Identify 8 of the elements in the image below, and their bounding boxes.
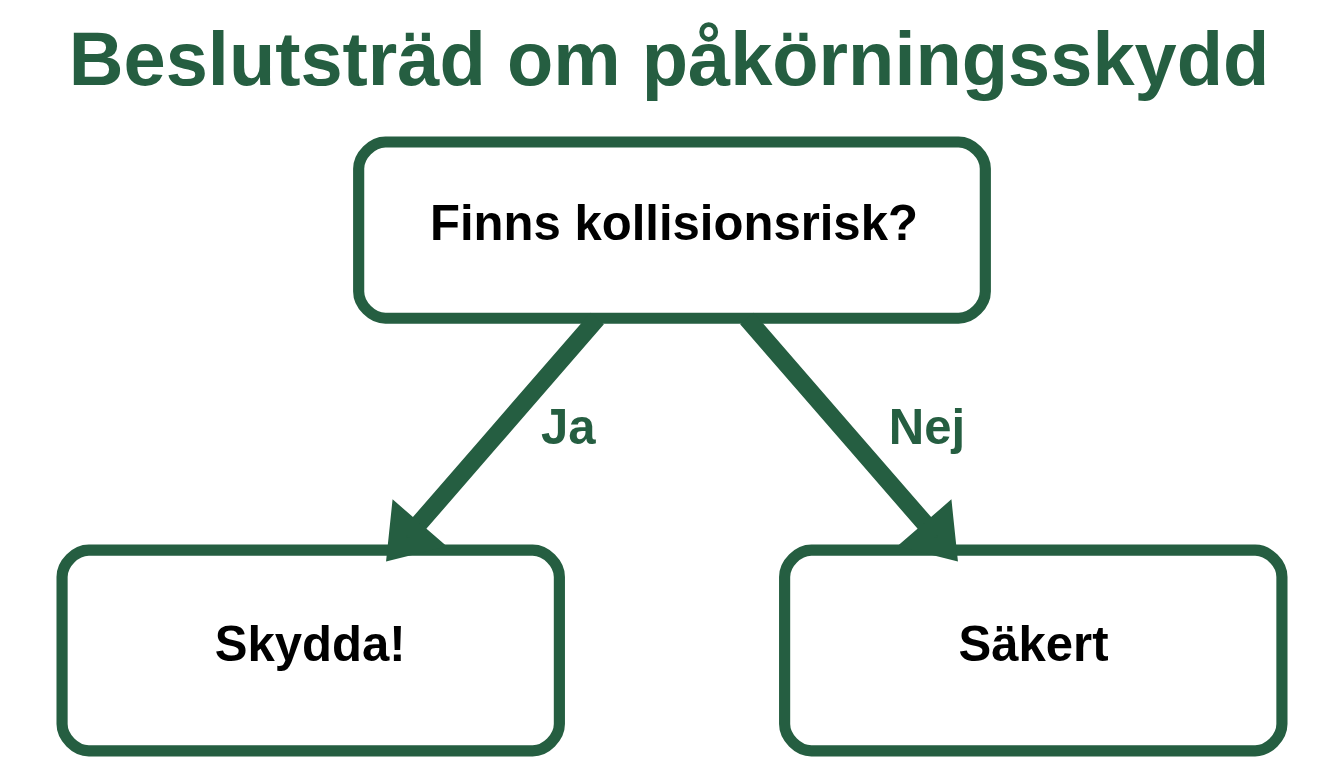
node-box: Säkert (779, 544, 1288, 757)
edge-label: Ja (540, 400, 596, 455)
node-box: Finns kollisionsrisk? (353, 136, 991, 324)
arrow (740, 312, 958, 562)
diagram-title: Beslutsträd om påkörningsskydd (68, 15, 1270, 101)
node-box: Skydda! (56, 544, 565, 757)
arrow (386, 312, 604, 562)
edge-label: Nej (888, 400, 966, 455)
